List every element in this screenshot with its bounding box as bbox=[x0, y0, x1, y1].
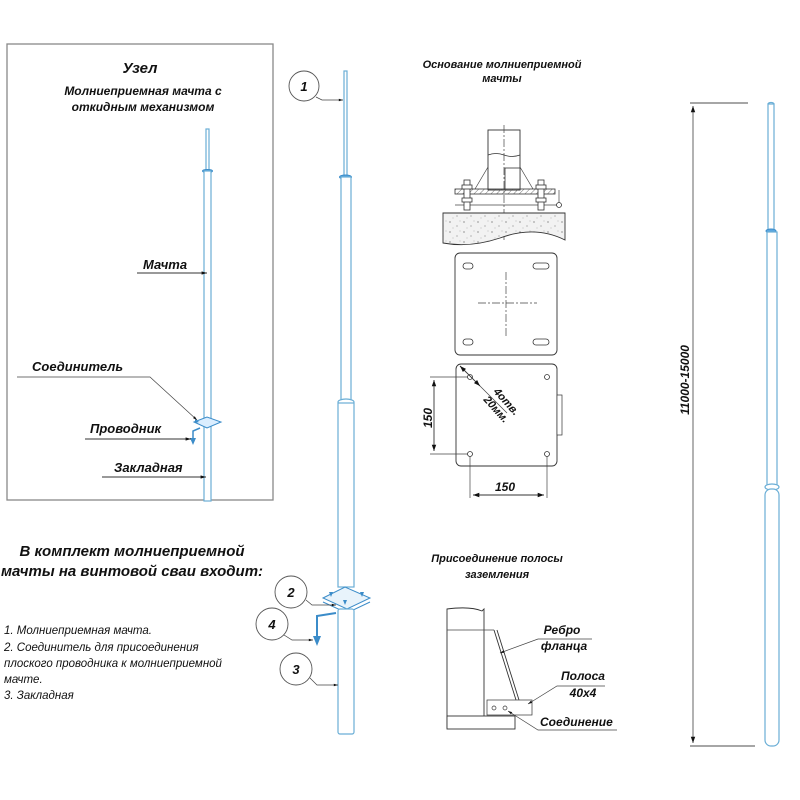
node-subtitle-1: Молниеприемная мачта с bbox=[64, 84, 222, 98]
callout-1: 1 bbox=[288, 70, 343, 102]
kit-item-4: мачте. bbox=[4, 674, 43, 686]
svg-text:4: 4 bbox=[267, 617, 276, 632]
label-conductor: Проводник bbox=[90, 421, 163, 436]
node-panel: Узел Молниеприемная мачта с откидным мех… bbox=[6, 43, 274, 502]
kit-item-5: 3. Закладная bbox=[4, 690, 74, 702]
kit-heading-1: В комплект молниеприемной bbox=[19, 543, 244, 560]
node-panel-frame bbox=[6, 43, 274, 501]
base-dim-vertical: 150 bbox=[421, 408, 435, 428]
callout-2: 2 bbox=[274, 575, 336, 609]
kit-item-1: 1. Молниеприемная мачта. bbox=[4, 625, 152, 637]
label-connector: Соединитель bbox=[32, 359, 123, 374]
grounding-joint: Соединение bbox=[540, 715, 613, 729]
node-title: Узел bbox=[123, 60, 159, 77]
label-mast: Мачта bbox=[143, 257, 187, 272]
grounding-detail: Присоединение полосы заземления Ребро фл… bbox=[431, 553, 617, 731]
base-title-2: мачты bbox=[482, 73, 522, 85]
kit-item-2: 2. Соединитель для присоединения bbox=[3, 642, 199, 654]
base-title-1: Основание молниеприемной bbox=[423, 59, 582, 71]
svg-text:2: 2 bbox=[286, 585, 295, 600]
kit-heading-2: мачты на винтовой сваи входит: bbox=[1, 563, 263, 580]
grounding-title-2: заземления bbox=[465, 569, 530, 581]
node-subtitle-2: откидным механизмом bbox=[72, 100, 215, 114]
base-dim-horizontal: 150 bbox=[495, 480, 515, 494]
svg-text:1: 1 bbox=[300, 79, 307, 94]
height-dimension: 11000-15000 bbox=[678, 102, 755, 747]
kit-item-3: плоского проводника к молниеприемной bbox=[4, 658, 223, 670]
grounding-strip-1: Полоса bbox=[561, 669, 605, 683]
grounding-rib-1: Ребро bbox=[544, 623, 581, 637]
svg-text:3: 3 bbox=[292, 662, 300, 677]
callout-3: 3 bbox=[279, 652, 338, 687]
callout-4: 4 bbox=[255, 607, 313, 642]
label-embedded: Закладная bbox=[114, 460, 183, 475]
main-mast bbox=[313, 70, 372, 735]
height-dimension-label: 11000-15000 bbox=[678, 345, 692, 415]
kit-list: В комплект молниеприемной мачты на винто… bbox=[1, 543, 263, 702]
right-mast bbox=[764, 101, 780, 747]
grounding-title-1: Присоединение полосы bbox=[431, 553, 563, 565]
base-section: Основание молниеприемной мачты bbox=[421, 59, 582, 498]
node-connector bbox=[190, 416, 223, 445]
grounding-rib-2: фланца bbox=[541, 639, 588, 653]
node-mast bbox=[202, 128, 213, 502]
grounding-strip-2: 40x4 bbox=[569, 686, 597, 700]
